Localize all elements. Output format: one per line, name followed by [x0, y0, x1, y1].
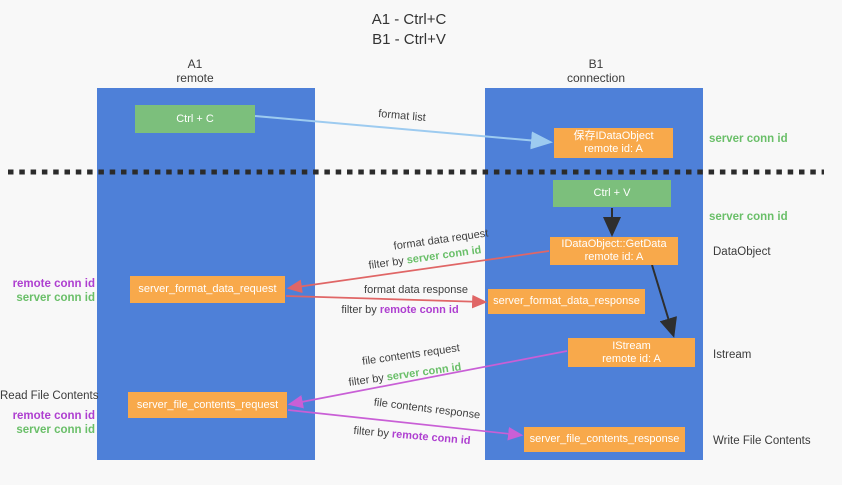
lane-a-name: A1 [187, 57, 203, 71]
node-server-format-data-response: server_format_data_response [488, 289, 645, 314]
node-ctrl-v-label: Ctrl + V [593, 187, 631, 199]
side-label-server-conn-id-left-bottom: server conn id [16, 424, 95, 436]
edge-label-format-list: format list [377, 107, 427, 125]
side-label-read-file-contents: Read File Contents [0, 390, 99, 402]
node-ctrl-c: Ctrl + C [135, 105, 255, 133]
side-label-remote-conn-id-bottom: remote conn id [12, 410, 95, 422]
edge-label-filter-by-remote-2: filter by remote conn id [353, 425, 471, 447]
node-istream-line1: IStream [612, 339, 651, 352]
remote-conn-id-highlight: remote conn id [391, 428, 471, 448]
node-ctrl-c-label: Ctrl + C [176, 112, 214, 125]
title-line-2: B1 - Ctrl+V [372, 31, 446, 48]
title-line-1: A1 - Ctrl+C [371, 11, 447, 28]
node-save-idataobject: 保存IDataObject remote id: A [554, 128, 673, 158]
node-server-file-contents-request: server_file_contents_request [128, 392, 287, 418]
filter-by-text: filter by [353, 424, 393, 441]
side-label-remote-conn-id-top: remote conn id [12, 278, 95, 290]
lane-b-name: B1 [588, 57, 604, 71]
filter-by-text: filter by [341, 304, 380, 316]
edge-label-format-data-response: format data response [364, 284, 468, 296]
node-istream: IStream remote id: A [568, 338, 695, 367]
side-label-server-conn-id-mid: server conn id [709, 211, 788, 223]
edge-label-filter-by-remote-1: filter by remote conn id [341, 304, 458, 316]
side-label-write-file-contents: Write File Contents [713, 435, 811, 447]
lane-a-header: A1 remote [135, 57, 255, 85]
node-server-format-data-response-label: server_format_data_response [493, 295, 640, 307]
node-idataobject-getdata-line2: remote id: A [584, 251, 644, 263]
edge-label-file-contents-response: file contents response [373, 396, 481, 422]
format-data-response-arrow [285, 294, 488, 309]
node-save-idataobject-line1: 保存IDataObject [573, 130, 654, 142]
side-label-istream: Istream [713, 349, 752, 361]
node-server-format-data-request-label: server_format_data_request [138, 283, 277, 295]
filter-by-text: filter by [347, 371, 388, 389]
side-label-server-conn-id-top: server conn id [709, 133, 788, 145]
node-server-file-contents-response: server_file_contents_response [524, 427, 685, 452]
node-save-idataobject-line2: remote id: A [584, 143, 643, 155]
node-istream-line2: remote id: A [602, 352, 661, 365]
side-label-server-conn-id-left-top: server conn id [16, 292, 95, 304]
node-ctrl-v: Ctrl + V [553, 180, 671, 207]
lane-b-header: B1 connection [536, 57, 656, 85]
node-idataobject-getdata-line1: IDataObject::GetData [561, 238, 667, 250]
node-idataobject-getdata: IDataObject::GetData remote id: A [550, 237, 678, 265]
node-server-format-data-request: server_format_data_request [130, 276, 285, 303]
side-label-dataobject: DataObject [713, 246, 771, 258]
lane-b-subtitle: connection [566, 71, 626, 85]
page-title: A1 - Ctrl+C B1 - Ctrl+V [372, 10, 447, 50]
node-server-file-contents-response-label: server_file_contents_response [529, 433, 680, 445]
filter-by-text: filter by [367, 254, 408, 272]
remote-conn-id-highlight: remote conn id [379, 304, 459, 316]
server-conn-id-highlight: server conn id [385, 361, 463, 384]
lane-a-subtitle: remote [176, 71, 214, 85]
node-server-file-contents-request-label: server_file_contents_request [136, 398, 279, 411]
